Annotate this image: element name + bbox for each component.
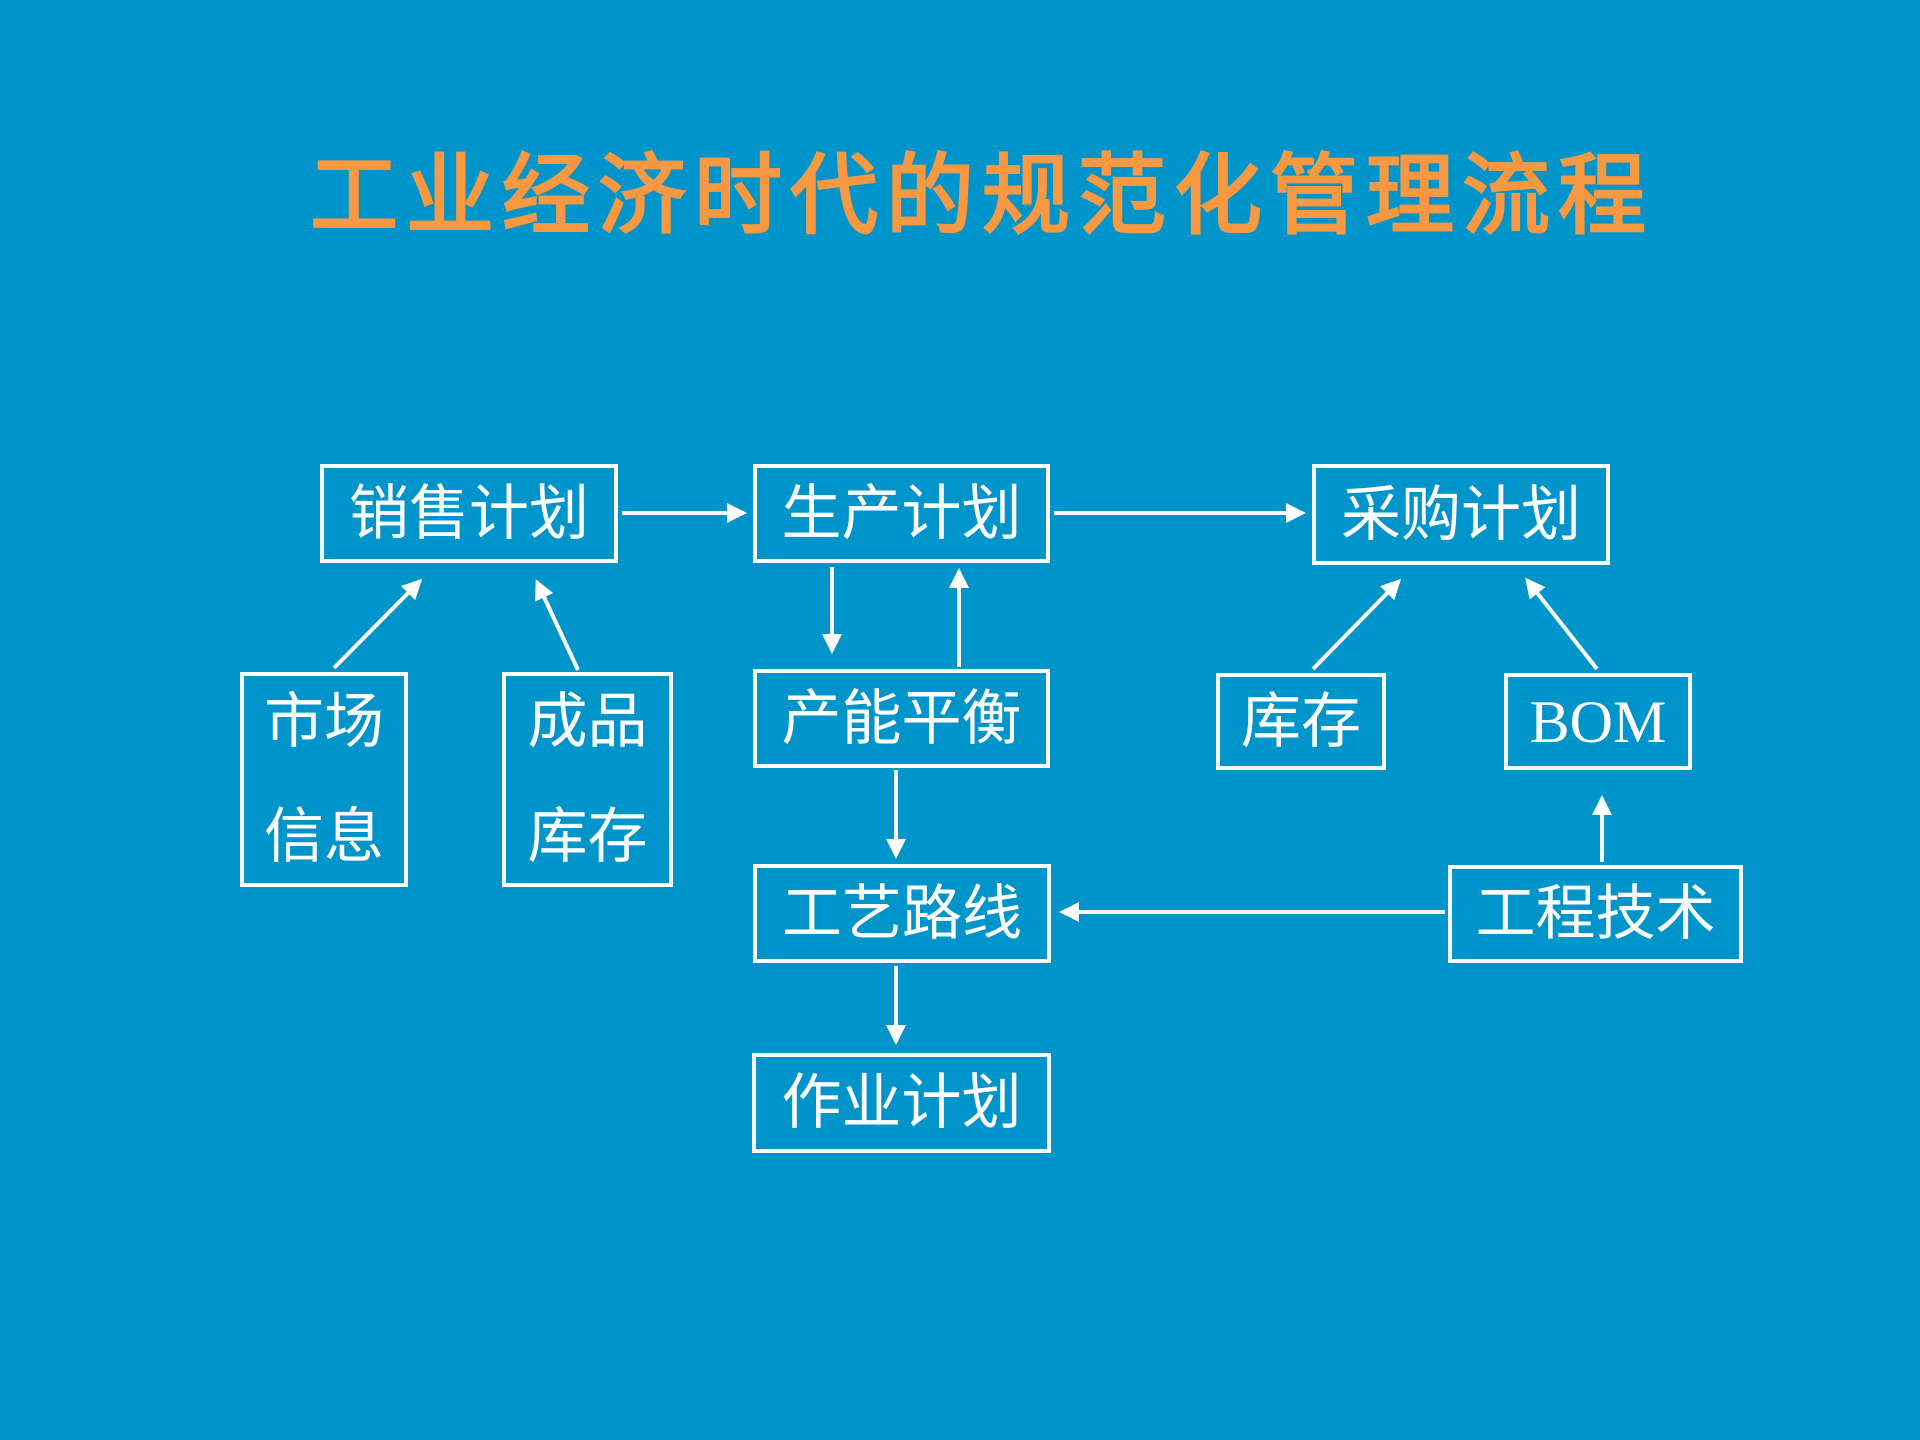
node-production-plan-label: 生产计划 (781, 480, 1022, 547)
node-market-info: 市场信息 (240, 672, 408, 887)
node-finished-goods-inventory: 成品库存 (502, 672, 673, 887)
node-purchase-plan-label: 采购计划 (1341, 481, 1581, 548)
node-finished-goods-inventory-label: 成品 (527, 689, 648, 755)
node-market-info-label: 信息 (264, 804, 384, 870)
node-inventory-label: 库存 (1241, 688, 1361, 755)
node-purchase-plan: 采购计划 (1312, 464, 1610, 565)
node-capacity-balance: 产能平衡 (753, 669, 1050, 768)
node-engineering-technology-label: 工程技术 (1475, 881, 1716, 947)
node-operation-plan-label: 作业计划 (781, 1070, 1022, 1136)
arrow-market-to-sales (332, 578, 423, 670)
node-process-route: 工艺路线 (753, 864, 1051, 963)
slide-title: 工业经济时代的规范化管理流程 (310, 144, 1655, 247)
node-process-route-label: 工艺路线 (782, 880, 1022, 947)
node-inventory: 库存 (1216, 673, 1386, 770)
node-capacity-balance-label: 产能平衡 (781, 685, 1022, 752)
node-sales-plan-label: 销售计划 (349, 480, 589, 547)
arrow-finished-to-sales (535, 579, 580, 671)
node-market-info-label: 市场 (264, 689, 384, 755)
node-finished-goods-inventory-label: 库存 (527, 804, 648, 870)
node-bom-label: BOM (1529, 688, 1667, 755)
node-sales-plan: 销售计划 (320, 464, 618, 563)
node-bom: BOM (1504, 673, 1692, 770)
arrow-bom-to-purchase (1525, 577, 1599, 671)
arrow-inventory-to-purchase (1311, 578, 1402, 671)
node-engineering-technology: 工程技术 (1448, 865, 1743, 963)
node-production-plan: 生产计划 (753, 464, 1050, 563)
node-operation-plan: 作业计划 (752, 1053, 1051, 1153)
